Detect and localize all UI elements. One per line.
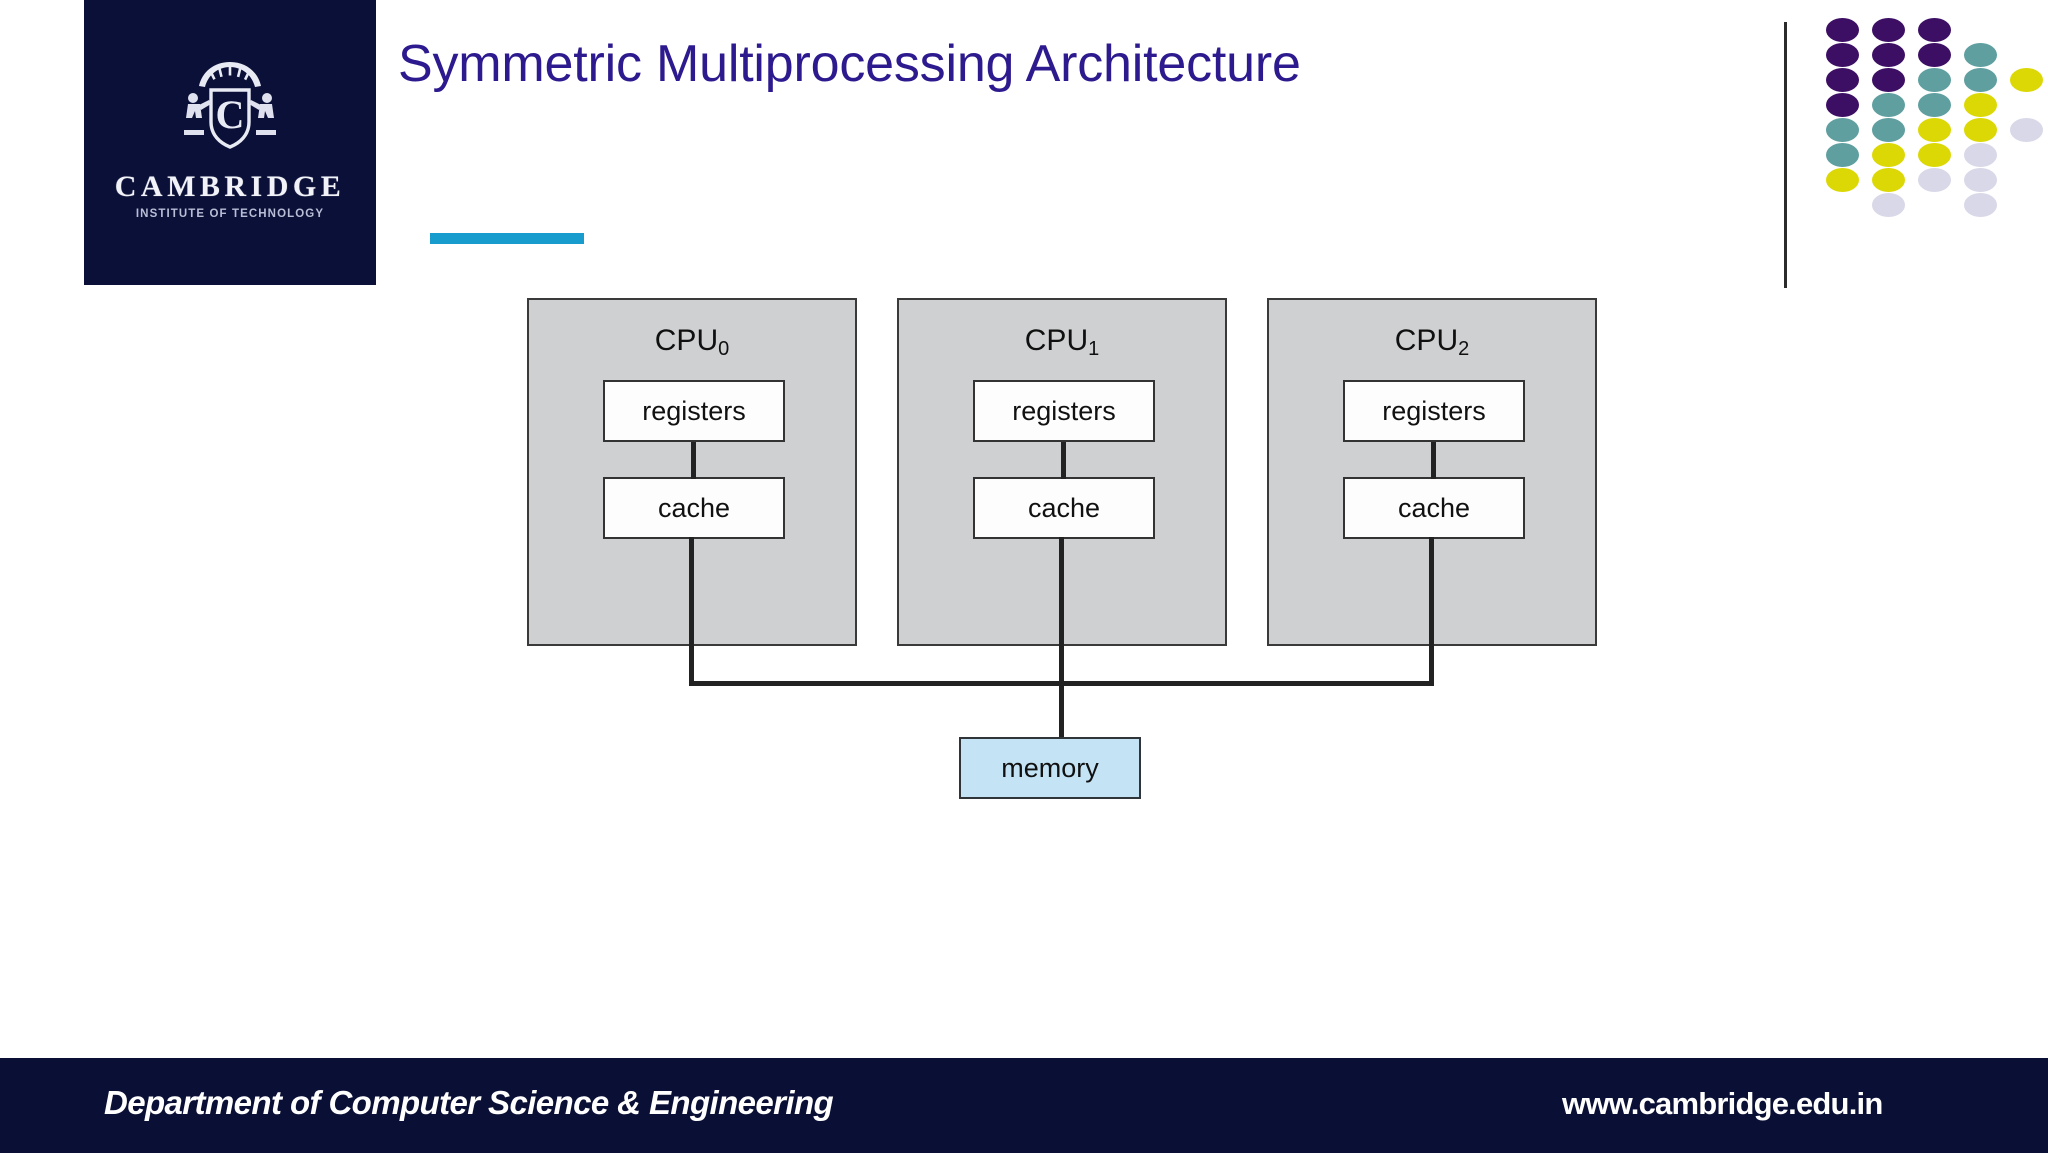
footer-website[interactable]: www.cambridge.edu.in xyxy=(1562,1086,1883,1121)
dot-lavender xyxy=(1964,143,1997,167)
svg-text:C: C xyxy=(216,92,245,137)
dot-grid-row xyxy=(1826,193,2048,218)
cpu-label-2: CPU2 xyxy=(1269,324,1595,360)
wire-registers-to-cache-0 xyxy=(691,442,696,479)
dot-lavender xyxy=(1964,168,1997,192)
dot-teal xyxy=(1872,93,1905,117)
dot-yellow xyxy=(1964,93,1997,117)
dot-teal xyxy=(1872,118,1905,142)
registers-box-1: registers xyxy=(973,380,1155,442)
dot-teal xyxy=(1826,143,1859,167)
dot-lavender xyxy=(1964,193,1997,217)
cpu-label-0: CPU0 xyxy=(529,324,855,360)
dot-grid-row xyxy=(1826,68,2048,93)
dot-teal xyxy=(1918,93,1951,117)
logo-wordmark: CAMBRIDGE xyxy=(114,170,346,203)
dot-yellow xyxy=(1872,168,1905,192)
bus-drop-cpu-2 xyxy=(1429,537,1434,685)
dot-teal xyxy=(1964,43,1997,67)
decorative-dot-grid xyxy=(1826,18,2048,218)
title-underline-rule xyxy=(430,233,584,244)
logo-subtitle: INSTITUTE OF TECHNOLOGY xyxy=(135,208,325,220)
dot-teal xyxy=(1826,118,1859,142)
dot-yellow xyxy=(1918,118,1951,142)
cpu-block-2: CPU2 registers cache xyxy=(1267,298,1597,646)
header-vertical-divider xyxy=(1784,22,1787,288)
dot-purple xyxy=(1826,93,1859,117)
slide-footer: Department of Computer Science & Enginee… xyxy=(0,1058,2048,1153)
dot-yellow xyxy=(2010,68,2043,92)
dot-purple xyxy=(1872,68,1905,92)
dot-purple xyxy=(1918,43,1951,67)
cpu-block-0: CPU0 registers cache xyxy=(527,298,857,646)
wire-registers-to-cache-1 xyxy=(1061,442,1066,479)
dot-purple xyxy=(1872,18,1905,42)
dot-grid-row xyxy=(1826,18,2048,43)
dot-grid-row xyxy=(1826,43,2048,68)
smp-architecture-diagram: CPU0 registers cache CPU1 registers cach… xyxy=(527,298,1597,799)
dot-yellow xyxy=(1964,118,1997,142)
cache-box-1: cache xyxy=(973,477,1155,539)
cpu-label-text-0: CPU xyxy=(654,324,719,357)
cpu-label-1: CPU1 xyxy=(899,324,1225,360)
dot-grid-row xyxy=(1826,93,2048,118)
dot-yellow xyxy=(1872,143,1905,167)
dot-yellow xyxy=(1918,143,1951,167)
cpu-label-index-2: 2 xyxy=(1458,338,1470,360)
cpu-label-index-1: 1 xyxy=(1088,338,1100,360)
footer-department: Department of Computer Science & Enginee… xyxy=(104,1084,834,1121)
registers-box-2: registers xyxy=(1343,380,1525,442)
dot-purple xyxy=(1918,18,1951,42)
dot-teal xyxy=(1964,68,1997,92)
dot-teal xyxy=(1918,68,1951,92)
bus-drop-memory xyxy=(1059,681,1064,739)
memory-box: memory xyxy=(959,737,1141,799)
cambridge-crest-icon: C xyxy=(170,56,290,166)
dot-lavender xyxy=(1872,193,1905,217)
cpu-label-text-1: CPU xyxy=(1024,324,1089,357)
dot-purple xyxy=(1826,68,1859,92)
dot-grid-row xyxy=(1826,118,2048,143)
cpu-label-text-2: CPU xyxy=(1394,324,1459,357)
cpu-label-index-0: 0 xyxy=(718,338,730,360)
dot-grid-row xyxy=(1826,143,2048,168)
registers-box-0: registers xyxy=(603,380,785,442)
bus-drop-cpu-1 xyxy=(1059,537,1064,685)
dot-grid-row xyxy=(1826,168,2048,193)
institution-logo-block: C CAMBRIDGE INSTITUTE OF TECHNOLOGY xyxy=(84,0,376,285)
dot-lavender xyxy=(1918,168,1951,192)
bus-drop-cpu-0 xyxy=(689,537,694,685)
dot-lavender xyxy=(2010,118,2043,142)
cache-box-0: cache xyxy=(603,477,785,539)
dot-yellow xyxy=(1826,168,1859,192)
wire-registers-to-cache-2 xyxy=(1431,442,1436,479)
dot-purple xyxy=(1872,43,1905,67)
dot-purple xyxy=(1826,43,1859,67)
dot-purple xyxy=(1826,18,1859,42)
cache-box-2: cache xyxy=(1343,477,1525,539)
page-title: Symmetric Multiprocessing Architecture xyxy=(398,35,1301,93)
